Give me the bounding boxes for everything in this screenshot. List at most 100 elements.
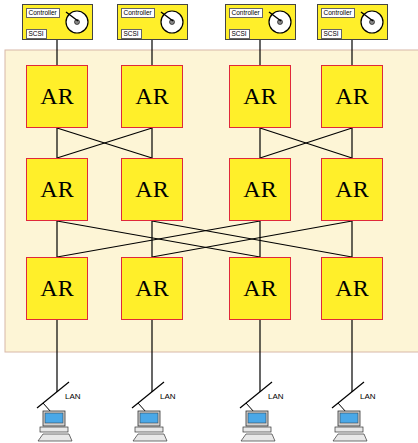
router-label: AR: [243, 275, 276, 302]
lan-drop: [259, 320, 260, 392]
link-line: [259, 128, 260, 158]
controller-label: Controller: [229, 8, 263, 18]
interface-label: SCSI: [26, 29, 47, 39]
lan-drop: [351, 320, 352, 392]
monitor-screen: [340, 413, 358, 423]
link-line: [351, 221, 352, 257]
disk-arm: [161, 12, 173, 21]
link-line: [351, 128, 352, 158]
disk-controller: ControllerSCSI: [22, 4, 93, 40]
link-line: [56, 128, 57, 158]
link-line: [57, 221, 260, 257]
router-label: AR: [40, 275, 73, 302]
link-line: [152, 221, 352, 257]
lan-drops: [57, 320, 352, 392]
link-line: [259, 40, 260, 65]
disk-platter: [361, 11, 383, 33]
disk-platter: [66, 11, 88, 33]
router-label: AR: [40, 176, 73, 203]
router-label: AR: [335, 176, 368, 203]
router-label: AR: [335, 83, 368, 110]
computer-base: [335, 427, 363, 432]
router-label: AR: [335, 275, 368, 302]
link-line: [57, 128, 152, 158]
ar-box: AR: [26, 158, 88, 221]
router-label: AR: [135, 275, 168, 302]
link-line: [260, 128, 352, 158]
lan-bus: [332, 382, 364, 408]
interface-label: SCSI: [121, 29, 142, 39]
link-line: [259, 221, 260, 257]
link-line: [57, 221, 260, 257]
ar-box: AR: [321, 65, 383, 128]
ar-box: AR: [26, 65, 88, 128]
link-line: [57, 128, 152, 158]
network-label: LAN: [65, 392, 81, 401]
router-label: AR: [243, 176, 276, 203]
lan-bus: [240, 382, 272, 408]
ar-box: AR: [229, 158, 291, 221]
disk-controller: ControllerSCSI: [225, 4, 296, 40]
disk-controller: ControllerSCSI: [317, 4, 388, 40]
lan-bus: [37, 382, 69, 408]
disk-platter: [161, 11, 183, 33]
link-line: [351, 40, 352, 65]
lan-bus: [132, 382, 164, 408]
link-line: [56, 221, 57, 257]
link-line: [151, 128, 152, 158]
router-label: AR: [243, 83, 276, 110]
router-label: AR: [40, 83, 73, 110]
ar-box: AR: [121, 158, 183, 221]
network-label: LAN: [360, 392, 376, 401]
monitor-case: [246, 411, 268, 426]
disk-drive-icon: [64, 8, 90, 36]
disk-arm: [269, 12, 281, 21]
disk-controller: ControllerSCSI: [117, 4, 188, 40]
link-line: [151, 221, 152, 257]
computer-base: [243, 427, 271, 432]
ar-box: AR: [121, 257, 183, 320]
monitor-case: [43, 411, 65, 426]
lan-computer: [332, 382, 367, 441]
ar-box: AR: [229, 65, 291, 128]
disk-platter: [269, 11, 291, 33]
keyboard: [38, 434, 72, 441]
interface-label: SCSI: [229, 29, 250, 39]
lan-computer: [240, 382, 275, 441]
link-line: [56, 40, 57, 65]
computer-base: [40, 427, 68, 432]
network-label: LAN: [160, 392, 176, 401]
disk-drive-icon: [159, 8, 185, 36]
monitor-case: [138, 411, 160, 426]
router-label: AR: [135, 83, 168, 110]
interface-label: SCSI: [321, 29, 342, 39]
ar-box: AR: [321, 158, 383, 221]
ar-box: AR: [229, 257, 291, 320]
monitor-screen: [248, 413, 266, 423]
ar-box: AR: [121, 65, 183, 128]
router-label: AR: [135, 176, 168, 203]
link-line: [151, 40, 152, 65]
lan-drop: [151, 320, 152, 392]
disk-drive-icon: [359, 8, 385, 36]
ar-box: AR: [321, 257, 383, 320]
computer-base: [135, 427, 163, 432]
link-line: [152, 221, 352, 257]
keyboard: [133, 434, 167, 441]
monitor-case: [338, 411, 360, 426]
lan-drop: [56, 320, 57, 392]
lan-symbols: [37, 382, 367, 441]
monitor-screen: [140, 413, 158, 423]
lan-computer: [132, 382, 167, 441]
controller-label: Controller: [321, 8, 355, 18]
lan-computer: [37, 382, 72, 441]
disk-arm: [361, 12, 373, 21]
system-panel: [5, 50, 418, 352]
monitor-screen: [45, 413, 63, 423]
controller-label: Controller: [26, 8, 60, 18]
controller-label: Controller: [121, 8, 155, 18]
network-label: LAN: [268, 392, 284, 401]
disk-drive-icon: [267, 8, 293, 36]
disk-arm: [66, 12, 78, 21]
